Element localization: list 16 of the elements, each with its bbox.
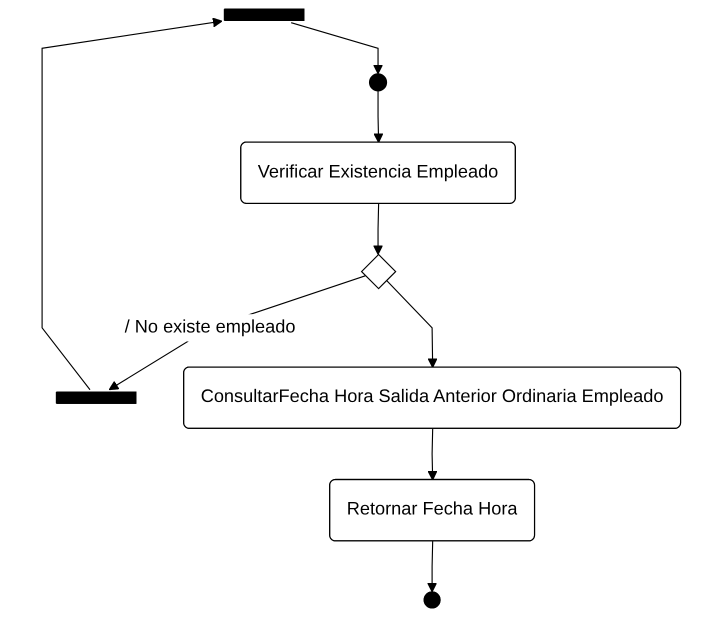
arrow bbox=[386, 280, 438, 368]
activity-box: ConsultarFecha Hora Salida Anterior Ordinaria Empleado bbox=[183, 366, 682, 429]
arrow bbox=[374, 90, 384, 144]
arrow bbox=[427, 541, 438, 592]
sync-bar bbox=[224, 8, 305, 22]
sync-bar bbox=[56, 391, 137, 404]
final-node bbox=[424, 591, 441, 608]
arrow bbox=[428, 428, 438, 481]
arrow bbox=[373, 204, 384, 255]
decision-diamond bbox=[360, 254, 397, 290]
activity-box: Verificar Existencia Empleado bbox=[240, 141, 516, 204]
arrow bbox=[291, 22, 384, 74]
initial-node bbox=[369, 73, 388, 92]
edge-label: / No existe empleado bbox=[124, 314, 296, 342]
arrow bbox=[42, 18, 223, 390]
activity-box: Retornar Fecha Hora bbox=[329, 478, 536, 542]
